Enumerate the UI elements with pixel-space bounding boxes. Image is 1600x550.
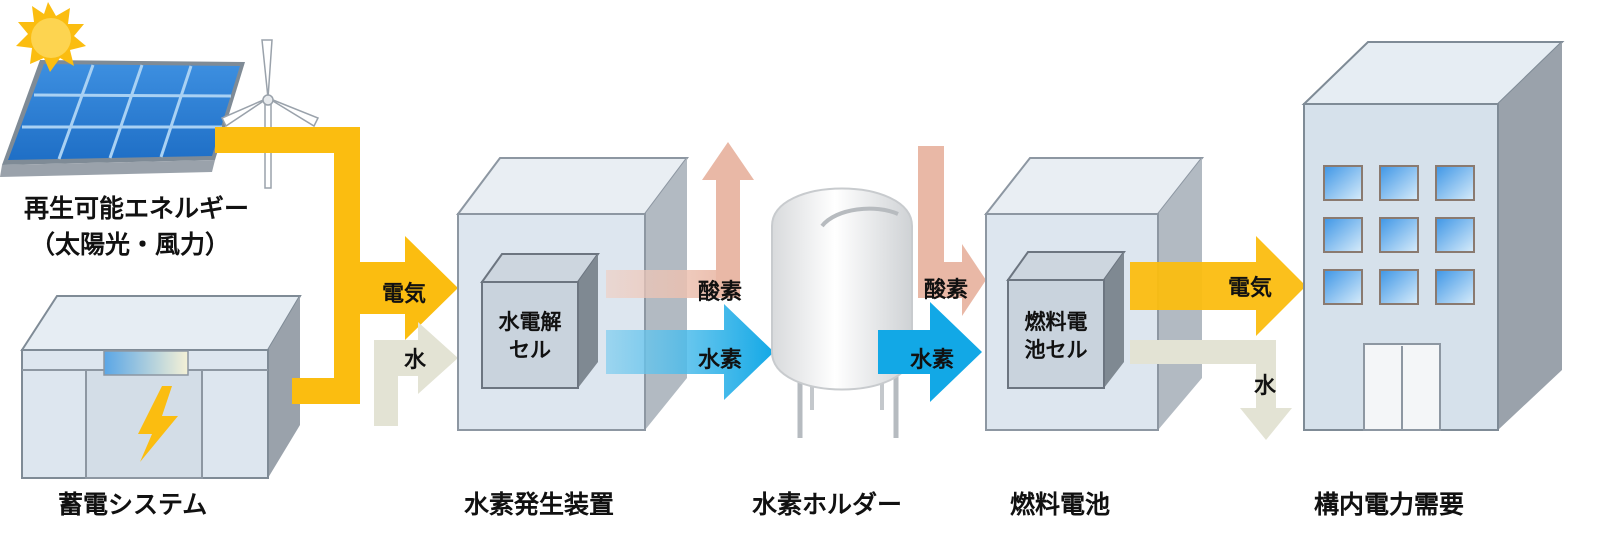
hydrogen-holder-tank-icon [771, 187, 913, 438]
electrolysis-cell-label-line1: 水電解 [498, 310, 562, 334]
building-icon [1301, 41, 1565, 431]
electricity-out-label: 電気 [1228, 276, 1273, 301]
oxygen-out-arrow [606, 142, 754, 298]
electricity-flow-arrow [215, 127, 458, 404]
solar-panel-icon [0, 60, 245, 177]
hydrogen-generator-icon [456, 157, 689, 431]
renewable-energy-label: 再生可能エネルギー [24, 194, 250, 223]
hydrogen-out-arrow [606, 304, 774, 400]
hydrogen-out-label: 水素 [698, 348, 743, 373]
fuel-cell-label: 燃料電池 [1010, 490, 1111, 519]
demand-label: 構内電力需要 [1314, 490, 1465, 519]
fuel-cell-inner-label-line1: 燃料電 [1024, 310, 1088, 334]
fuel-cell-inner-label: 燃料電 池セル [1010, 308, 1102, 365]
fuel-cell-inner-label-line2: 池セル [1024, 338, 1088, 363]
sun-icon [16, 2, 86, 72]
renewable-energy-sub-label: （太陽光・風力） [30, 230, 231, 259]
electricity-in-label: 電気 [382, 282, 427, 307]
hydrogen-holder-label: 水素ホルダー [752, 490, 903, 519]
hydrogen-in-arrow [878, 302, 982, 402]
electrolysis-cell-label: 水電解 セル [484, 308, 576, 365]
storage-system-icon [20, 295, 302, 479]
hydrogen-generator-label: 水素発生装置 [464, 490, 615, 519]
electrolysis-cell-label-line2: セル [509, 338, 551, 363]
hydrogen-in-label: 水素 [910, 348, 955, 373]
water-out-label: 水 [1254, 374, 1277, 399]
oxygen-out-label: 酸素 [698, 280, 743, 305]
oxygen-in-label: 酸素 [924, 278, 969, 303]
electricity-out-arrow [1130, 236, 1306, 336]
building-windows [1323, 165, 1475, 305]
oxygen-in-arrow [918, 146, 986, 316]
water-out-arrow [1130, 340, 1292, 440]
water-in-label: 水 [404, 348, 427, 373]
lightning-icon [138, 386, 178, 462]
storage-system-label: 蓄電システム [58, 490, 208, 519]
water-in-arrow [374, 322, 458, 426]
